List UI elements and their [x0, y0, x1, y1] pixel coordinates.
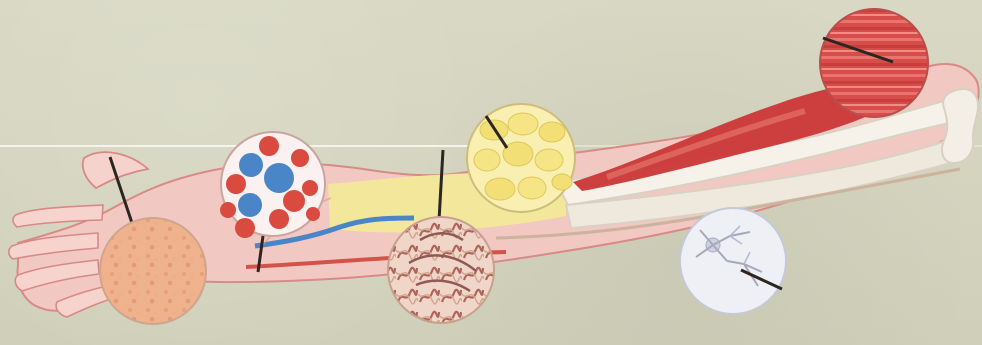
muscle-tissue-icon — [820, 9, 928, 117]
elbow-joint — [942, 89, 978, 163]
callout-nerve — [680, 208, 786, 314]
callout-adipose — [467, 104, 575, 212]
epithelial-tissue-icon — [100, 218, 206, 324]
callout-muscle — [820, 9, 928, 117]
nerve-tissue-icon — [680, 208, 786, 314]
